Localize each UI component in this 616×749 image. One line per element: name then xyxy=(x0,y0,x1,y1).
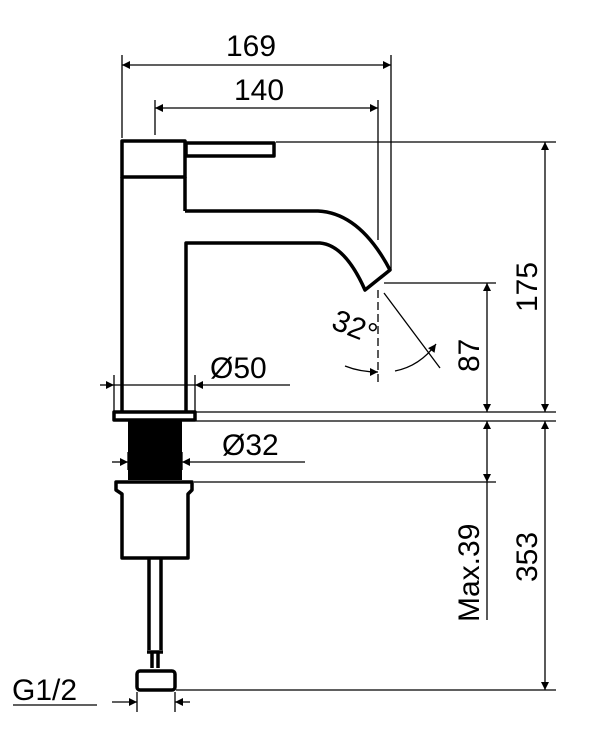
dim-140: 140 xyxy=(234,74,284,107)
mounting-thread xyxy=(128,420,182,480)
hose-connector xyxy=(135,669,177,692)
dim-g-1-2: G1/2 xyxy=(12,674,77,707)
supply-hose xyxy=(147,558,163,668)
dimension-lines xyxy=(13,61,549,706)
faucet-body xyxy=(112,139,392,692)
dim-diameter-50: Ø50 xyxy=(210,352,267,385)
fixing-nut xyxy=(114,480,194,560)
dim-175: 175 xyxy=(511,262,544,312)
dim-353: 353 xyxy=(511,532,544,582)
base-plate xyxy=(112,410,197,422)
dim-max-39: Max.39 xyxy=(453,524,486,622)
dim-angle-32: 32° xyxy=(327,304,381,352)
extension-lines xyxy=(113,55,556,712)
dim-87: 87 xyxy=(453,339,486,372)
spout xyxy=(184,209,392,412)
dim-169: 169 xyxy=(226,30,276,63)
dim-diameter-32: Ø32 xyxy=(222,429,279,462)
lever-handle xyxy=(184,141,276,158)
